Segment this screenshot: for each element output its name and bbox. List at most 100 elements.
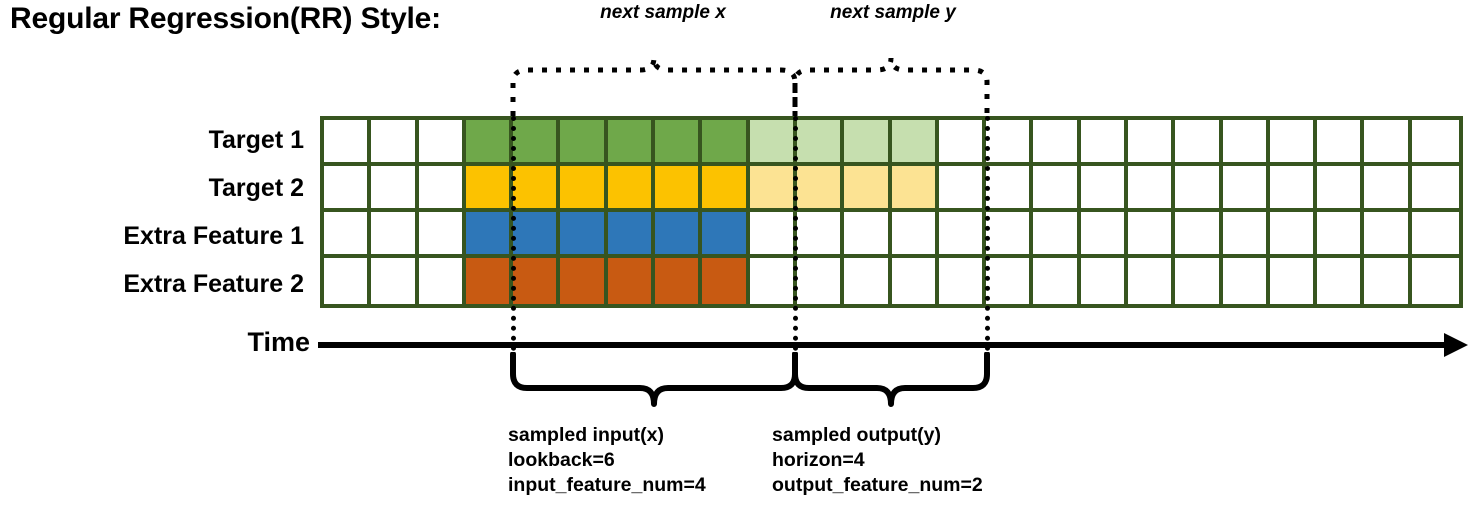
grid-cell [938, 212, 987, 258]
page-title: Regular Regression(RR) Style: [10, 2, 441, 35]
grid-cell [891, 258, 939, 304]
bottom-braces [510, 352, 990, 407]
grid-cell [655, 120, 703, 166]
grid-cell [702, 120, 750, 166]
grid-cell [513, 212, 561, 258]
caption-output-line2: horizon=4 [772, 449, 865, 471]
grid-cell [1033, 120, 1081, 166]
grid-cell [844, 258, 892, 304]
grid-cell [1411, 212, 1459, 258]
grid-cell [1127, 166, 1176, 212]
grid-cell [560, 120, 608, 166]
grid-cell [1033, 212, 1081, 258]
grid-cell [938, 166, 987, 212]
brace-sampled-output [792, 352, 990, 407]
brace-next-sample-y [792, 57, 990, 116]
brace-sampled-input [510, 352, 798, 407]
grid-cell [371, 166, 419, 212]
row-label-extra-feature-2: Extra Feature 2 [123, 270, 304, 298]
grid-cell [891, 120, 939, 166]
grid-cell [371, 258, 419, 304]
grid-cell [749, 212, 797, 258]
caption-sampled-output: sampled output(y) horizon=4 output_featu… [772, 423, 983, 498]
grid-cell [1080, 120, 1128, 166]
grid-cell [418, 166, 466, 212]
grid-cell [1222, 166, 1270, 212]
row-label-target-1: Target 1 [208, 126, 304, 154]
grid-cell [607, 166, 656, 212]
grid-row-target-1 [324, 120, 1459, 166]
grid-cell [796, 166, 845, 212]
grid-cell [986, 258, 1034, 304]
guide-line-input-start [511, 116, 516, 361]
grid-cell [513, 166, 561, 212]
time-axis-arrow [318, 333, 1468, 357]
grid-cell [513, 120, 561, 166]
grid-cell [749, 258, 797, 304]
grid-cell [796, 258, 845, 304]
grid-cell [1411, 120, 1459, 166]
caption-input-line1: sampled input(x) [508, 424, 665, 446]
grid-cell [1269, 166, 1318, 212]
grid-row-extra-feature-1 [324, 212, 1459, 258]
row-label-target-2: Target 2 [208, 174, 304, 202]
grid-cell [1033, 258, 1081, 304]
grid-cell [986, 120, 1034, 166]
grid-cell [1127, 212, 1176, 258]
grid-cell [513, 258, 561, 304]
grid-cell [465, 212, 514, 258]
grid-cell [324, 120, 372, 166]
grid-cell [418, 212, 466, 258]
grid-cell [655, 258, 703, 304]
grid-cell [796, 120, 845, 166]
grid-cell [1317, 166, 1365, 212]
guide-line-input-end [793, 116, 798, 361]
grid-cell [418, 120, 466, 166]
grid-cell [607, 212, 656, 258]
grid-cell [1364, 166, 1412, 212]
grid-cell [560, 258, 608, 304]
timeseries-grid [320, 116, 1463, 308]
grid-cell [607, 120, 656, 166]
grid-cell [1269, 258, 1318, 304]
guide-line-output-end [985, 116, 990, 361]
grid-cell [1269, 120, 1318, 166]
row-label-extra-feature-1: Extra Feature 1 [123, 222, 304, 250]
grid-cell [844, 120, 892, 166]
caption-output-line1: sampled output(y) [772, 424, 941, 446]
grid-cell [986, 166, 1034, 212]
grid-cell [702, 212, 750, 258]
grid-cell [1317, 120, 1365, 166]
grid-cell [465, 166, 514, 212]
grid-cell [1175, 166, 1223, 212]
grid-cell [418, 258, 466, 304]
grid-cell [1364, 212, 1412, 258]
grid-cell [796, 212, 845, 258]
grid-cell [844, 212, 892, 258]
grid-cell [1175, 212, 1223, 258]
grid-cell [1127, 120, 1176, 166]
grid-cell [465, 258, 514, 304]
grid-cell [938, 120, 987, 166]
grid-cell [560, 166, 608, 212]
grid-cell [702, 258, 750, 304]
grid-cell [371, 120, 419, 166]
grid-cell [702, 166, 750, 212]
grid-cell [1080, 258, 1128, 304]
grid-cell [1175, 120, 1223, 166]
grid-cell [891, 166, 939, 212]
grid-cell [749, 166, 797, 212]
grid-cell [1222, 258, 1270, 304]
grid-cell [655, 212, 703, 258]
grid-cell [560, 212, 608, 258]
grid-cell [324, 166, 372, 212]
grid-cell [1364, 258, 1412, 304]
grid-cell [1411, 166, 1459, 212]
grid-cell [607, 258, 656, 304]
brace-next-sample-x [510, 57, 798, 116]
grid-cell [1317, 212, 1365, 258]
grid-cell [465, 120, 514, 166]
grid-cell [1222, 120, 1270, 166]
grid-cell [324, 212, 372, 258]
